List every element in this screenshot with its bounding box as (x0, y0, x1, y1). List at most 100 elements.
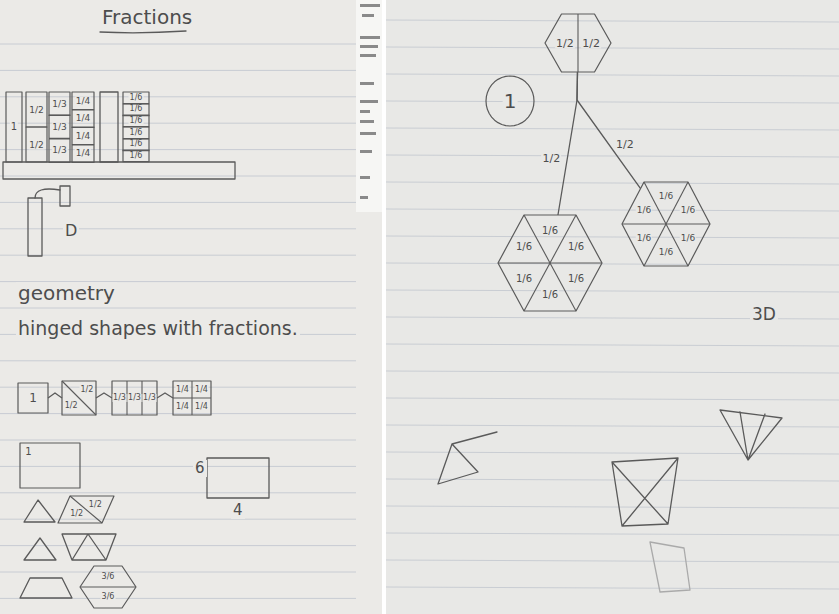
fraction-label: 1/2 (28, 105, 44, 114)
ruled-line (386, 155, 839, 157)
fraction-label: 1/2 (28, 140, 44, 149)
print-mark (360, 45, 378, 48)
ruled-line (0, 176, 356, 177)
fraction-label: 3/6 (101, 593, 116, 601)
triangle-sketch (24, 500, 55, 522)
fraction-label: 1/6 (567, 274, 585, 284)
ruled-line (386, 560, 839, 562)
hinge-arc (35, 189, 60, 198)
ruled-line (386, 182, 839, 184)
edge-label: 1/2 (542, 152, 562, 163)
shape-border (49, 139, 70, 162)
fraction-label: 1/4 (75, 131, 91, 140)
connector-line (558, 72, 578, 215)
fraction-label: 1/6 (515, 274, 533, 284)
shape-border (58, 496, 114, 523)
handwritten-note: D (63, 222, 79, 240)
fraction-label: 1/2 (64, 402, 79, 410)
fraction-bar: 1/3 (49, 139, 70, 162)
shape-border (486, 76, 534, 126)
fraction-label: 1/6 (658, 192, 674, 201)
connector-line (48, 393, 62, 398)
fraction-bar: 1/3 (49, 92, 70, 115)
fraction-label: 1 (28, 392, 38, 404)
fraction-label: 1/4 (175, 386, 190, 394)
shape-border (72, 127, 94, 145)
whole-bar: 1 (6, 92, 22, 162)
shape-border (123, 115, 149, 127)
ruled-line (386, 587, 839, 589)
ruled-line (0, 308, 356, 309)
fraction-label: 1/2 (79, 386, 94, 394)
shape-border (72, 92, 94, 110)
fraction-label: 1/6 (541, 290, 559, 300)
shape-border (112, 381, 157, 415)
handwritten-note: 4 (231, 502, 245, 519)
fraction-divider (644, 182, 666, 224)
fraction-label: 1/3 (142, 394, 157, 402)
shape-border (123, 92, 149, 104)
ruled-line (0, 228, 356, 229)
fraction-divider (666, 224, 688, 266)
fraction-divider (173, 397, 211, 398)
fraction-bar: 1/6 (123, 150, 149, 162)
fraction-label: 3/6 (101, 573, 116, 581)
shape-outline (80, 566, 136, 608)
ruled-line (386, 371, 839, 373)
shape-border (26, 92, 47, 127)
fraction-label: 1/6 (129, 140, 144, 148)
shape-outline (58, 496, 114, 523)
empty-bar (100, 92, 118, 162)
square-sketch: 1 (20, 443, 80, 488)
ruled-line (386, 263, 839, 265)
trapezoid-sketch (20, 578, 72, 598)
hexagon-sixths: 1/61/61/61/61/61/6 (622, 182, 710, 266)
hinged-square: 1/31/31/3 (112, 381, 157, 415)
fraction-label: 1/6 (129, 129, 144, 137)
ruled-line (0, 202, 356, 203)
parallelogram: 1/21/2 (58, 496, 114, 523)
fraction-bar: 1/6 (123, 92, 149, 104)
shape-border (123, 127, 149, 139)
print-mark (360, 36, 380, 39)
fraction-label: 1/3 (127, 394, 142, 402)
ruled-line (386, 452, 839, 454)
whole-circle: 1 (486, 76, 534, 126)
ruled-line (386, 209, 839, 211)
fraction-label: 1/4 (175, 403, 190, 411)
fraction-label: 1/2 (555, 38, 575, 49)
fraction-divider (62, 381, 96, 415)
fraction-label: 1/4 (75, 96, 91, 105)
rectangle-sketch (207, 458, 269, 498)
fraction-divider (550, 263, 576, 311)
hexagon: 1/21/2 (545, 14, 611, 72)
fraction-bar: 1/4 (72, 110, 94, 128)
solid-sketch (438, 432, 497, 484)
hinged-square: 1 (18, 383, 48, 413)
ruled-line (386, 425, 839, 427)
fraction-divider (524, 263, 550, 311)
handwritten-note: 6 (193, 460, 207, 477)
fraction-label: 1/4 (75, 149, 91, 158)
ruled-line (0, 572, 356, 573)
print-mark (360, 150, 372, 153)
fraction-divider (70, 496, 102, 523)
bar-sketch (60, 186, 70, 206)
bar-shelf (3, 162, 235, 179)
print-mark (360, 120, 374, 123)
ruled-line (386, 398, 839, 400)
ruled-line (0, 360, 356, 361)
fraction-bar: 1/4 (72, 145, 94, 163)
pencil-sketch (3, 31, 782, 598)
fraction-label: 1/6 (541, 226, 559, 236)
ruled-line (386, 344, 839, 346)
fraction-bar: 1/6 (123, 104, 149, 116)
fraction-bar: 1/6 (123, 127, 149, 139)
bar-sketch (28, 198, 42, 256)
hinged-square: 1/41/41/41/4 (173, 381, 211, 415)
connector-line (577, 72, 641, 189)
ruled-line (386, 74, 839, 76)
ruled-line (0, 70, 356, 71)
